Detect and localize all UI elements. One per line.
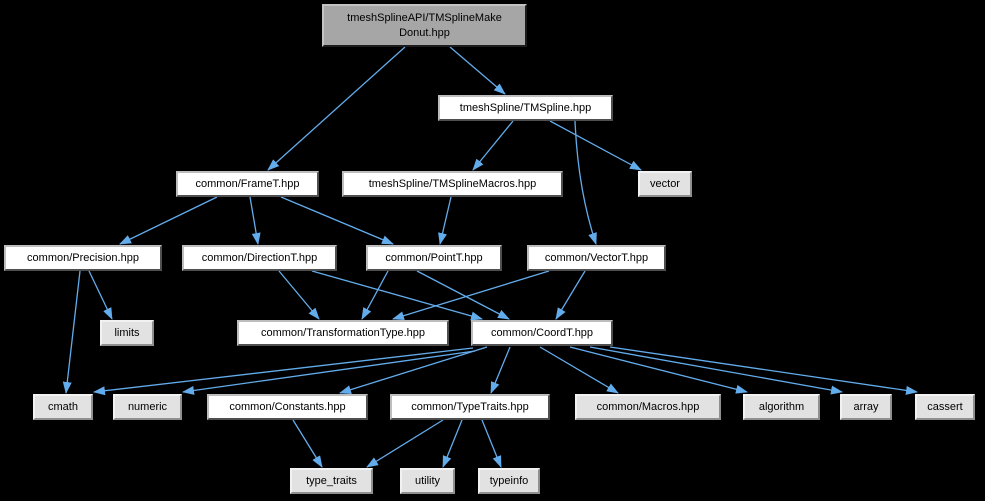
edge-tmspline-to-tmsplinemacros [472, 120, 514, 171]
node-precision[interactable]: common/Precision.hpp [4, 245, 162, 271]
edge-framet-to-pointt [280, 196, 394, 245]
edge-coordt-to-macros [539, 346, 619, 394]
edge-coordt-to-algorithm [569, 346, 748, 394]
edge-coordt-to-cassert [609, 346, 918, 395]
edge-tmspline-to-vector [549, 120, 642, 171]
edge-framet-to-precision [119, 196, 218, 245]
node-algorithm[interactable]: algorithm [743, 394, 820, 420]
edge-makedonut-to-tmspline [449, 46, 506, 95]
edge-tmspline-to-vectort [574, 120, 597, 245]
node-utility[interactable]: utility [400, 468, 455, 494]
edge-tmsplinemacros-to-pointt [438, 196, 452, 245]
node-numeric[interactable]: numeric [113, 394, 182, 420]
edge-vectort-to-coordt [555, 270, 586, 320]
node-limits[interactable]: limits [100, 320, 154, 346]
edge-pointt-to-transformationtype [361, 270, 389, 320]
edge-coordt-to-numeric [182, 350, 476, 395]
node-cmath[interactable]: cmath [33, 394, 93, 420]
edge-coordt-to-constants [339, 346, 488, 395]
node-typeinfo[interactable]: typeinfo [478, 468, 540, 494]
edge-typetraits-to-type_traits [366, 419, 444, 468]
node-array[interactable]: array [840, 394, 892, 420]
edge-coordt-to-array [589, 346, 843, 395]
edge-vectort-to-transformationtype [392, 270, 550, 321]
node-directiont[interactable]: common/DirectionT.hpp [182, 245, 337, 271]
node-coordt[interactable]: common/CoordT.hpp [471, 320, 613, 346]
edge-precision-to-limits [88, 270, 113, 320]
edge-typetraits-to-typeinfo [481, 419, 502, 468]
edge-directiont-to-transformationtype [278, 270, 320, 320]
edge-typetraits-to-utility [442, 419, 463, 468]
node-constants[interactable]: common/Constants.hpp [207, 394, 368, 420]
node-makedonut[interactable]: tmeshSplineAPI/TMSplineMake Donut.hpp [322, 4, 527, 47]
node-vector[interactable]: vector [638, 171, 692, 197]
edge-constants-to-type_traits [292, 419, 323, 468]
edge-precision-to-cmath [62, 270, 81, 394]
node-typetraits[interactable]: common/TypeTraits.hpp [390, 394, 550, 420]
node-type_traits[interactable]: type_traits [290, 468, 373, 494]
edge-coordt-to-typetraits [490, 346, 511, 394]
node-cassert[interactable]: cassert [915, 394, 975, 420]
node-pointt[interactable]: common/PointT.hpp [366, 245, 502, 271]
edge-framet-to-directiont [249, 196, 261, 245]
node-transformationtype[interactable]: common/TransformationType.hpp [237, 320, 449, 346]
node-tmspline[interactable]: tmeshSpline/TMSpline.hpp [438, 95, 613, 121]
edge-coordt-to-cmath [93, 347, 474, 396]
node-framet[interactable]: common/FrameT.hpp [176, 171, 319, 197]
node-tmsplinemacros[interactable]: tmeshSpline/TMSplineMacros.hpp [342, 171, 563, 197]
edge-directiont-to-coordt [311, 270, 483, 321]
node-vectort[interactable]: common/VectorT.hpp [527, 245, 666, 271]
node-macros[interactable]: common/Macros.hpp [575, 394, 721, 420]
edge-makedonut-to-framet [267, 46, 406, 171]
edge-pointt-to-coordt [416, 270, 510, 320]
